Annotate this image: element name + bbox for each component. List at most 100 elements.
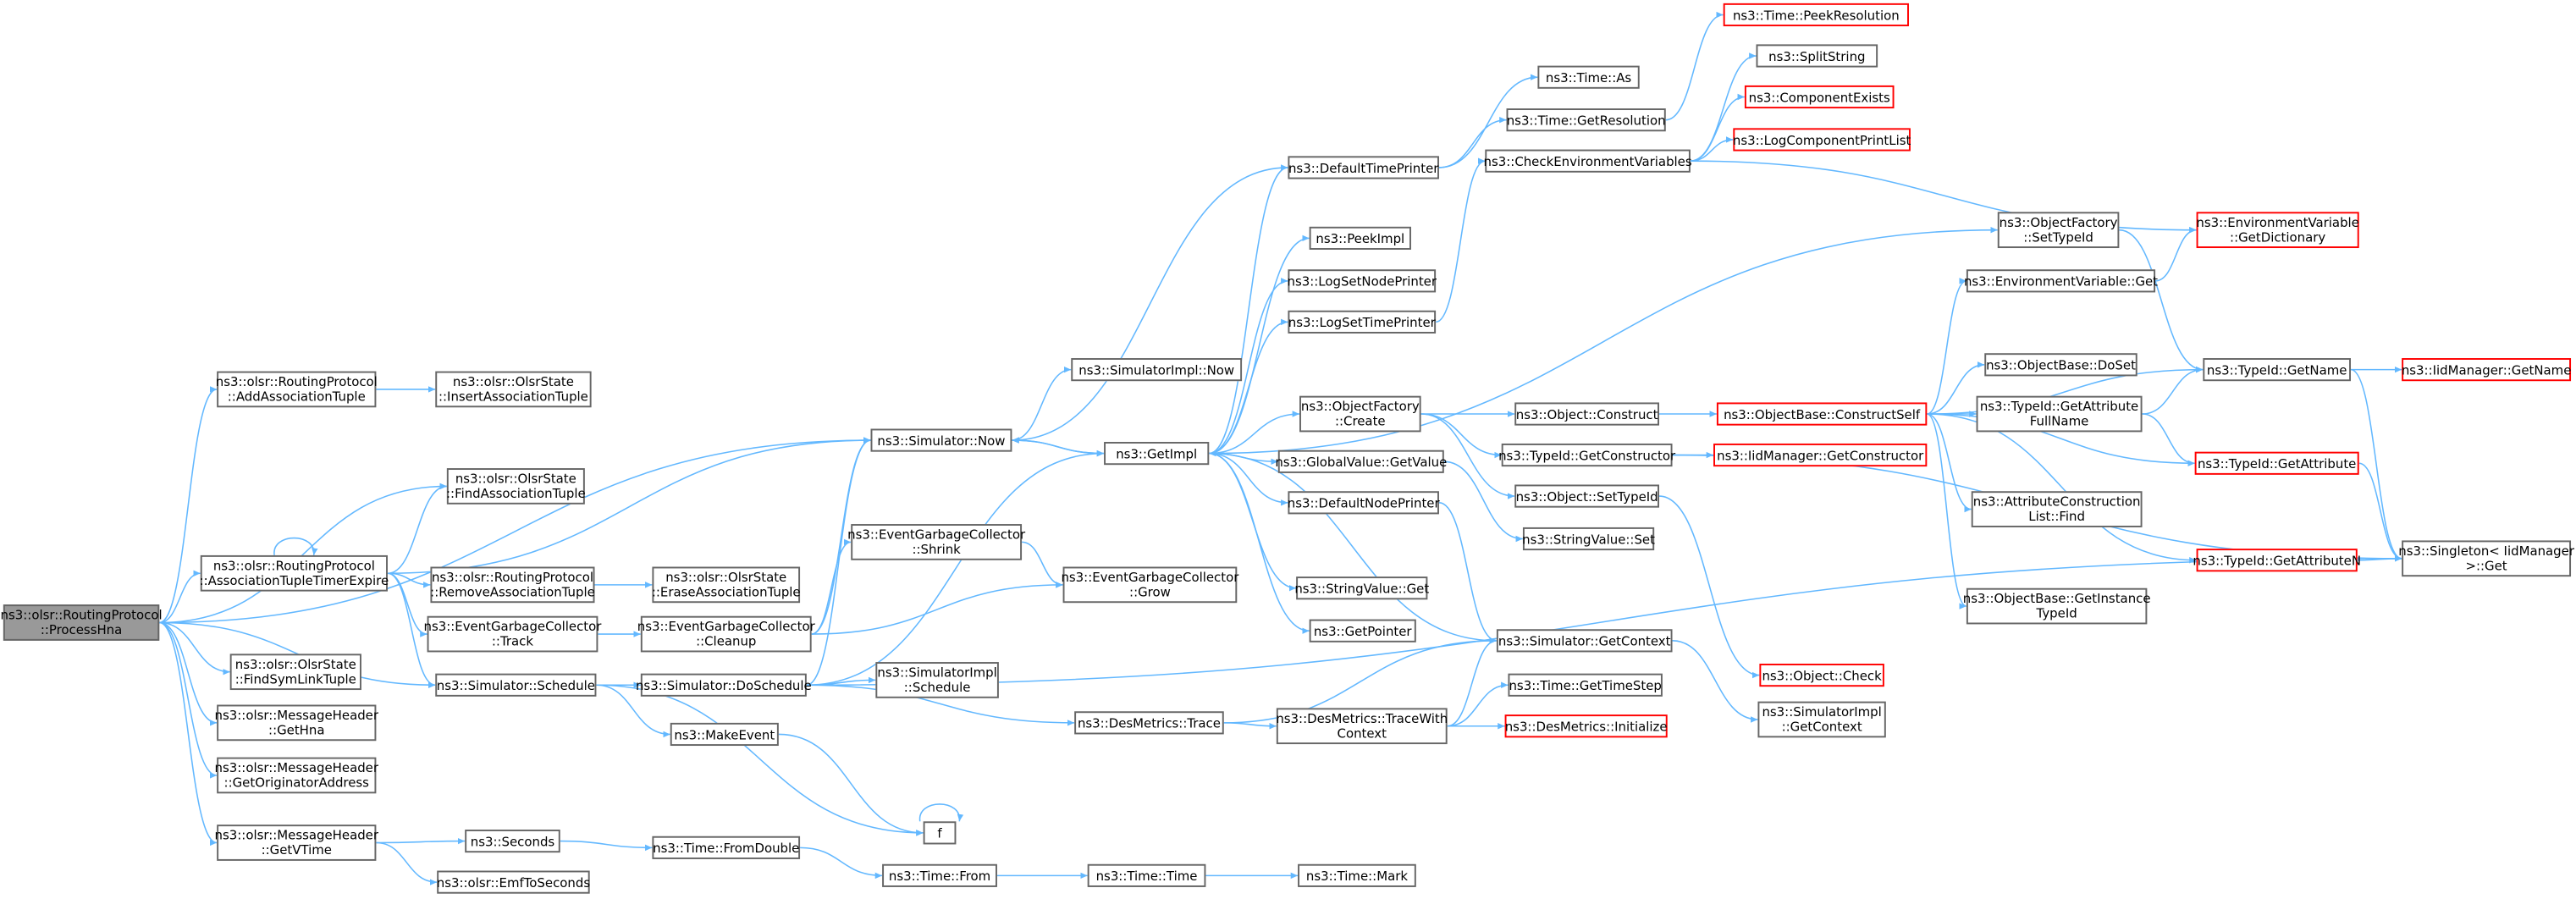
node-typeid-get-attribute[interactable]: ns3::TypeId::GetAttribute xyxy=(2194,451,2359,475)
node-label-line: ns3::SplitString xyxy=(1768,48,1866,63)
edge-processhna-to-find-association-tuple xyxy=(159,483,447,624)
node-egc-shrink[interactable]: ns3::EventGarbageCollector::Shrink xyxy=(847,524,1025,560)
node-erase-association-tuple[interactable]: ns3::olsr::OlsrState::EraseAssociationTu… xyxy=(652,566,801,604)
node-typeid-get-name[interactable]: ns3::TypeId::GetName xyxy=(2203,358,2351,382)
node-label-line: ns3::olsr::OlsrState xyxy=(452,374,574,389)
node-find-association-tuple[interactable]: ns3::olsr::OlsrState::FindAssociationTup… xyxy=(446,468,586,505)
node-label-line: ns3::olsr::MessageHeader xyxy=(214,828,379,843)
node-association-tuple-timer-expire[interactable]: ns3::olsr::RoutingProtocol::AssociationT… xyxy=(200,554,389,592)
node-simulator-doschedule[interactable]: ns3::Simulator::DoSchedule xyxy=(636,673,812,697)
node-time-peek-resolution[interactable]: ns3::Time::PeekResolution xyxy=(1723,3,1909,27)
edge-processhna-to-simulator-schedule xyxy=(159,621,436,688)
node-simimpl-get-context[interactable]: ns3::SimulatorImpl::GetContext xyxy=(1757,701,1886,738)
node-simulator-schedule[interactable]: ns3::Simulator::Schedule xyxy=(435,673,597,697)
node-time-from-double[interactable]: ns3::Time::FromDouble xyxy=(652,836,801,859)
node-label-line: ns3::SimulatorImpl xyxy=(877,665,997,681)
node-f[interactable]: f xyxy=(923,821,957,845)
node-log-component-print-list[interactable]: ns3::LogComponentPrintList xyxy=(1733,128,1911,152)
node-get-hna[interactable]: ns3::olsr::MessageHeader::GetHna xyxy=(215,704,378,742)
node-label-line: ns3::Time::From xyxy=(888,868,991,884)
node-object-construct[interactable]: ns3::Object::Construct xyxy=(1514,402,1660,426)
node-egc-cleanup[interactable]: ns3::EventGarbageCollector::Cleanup xyxy=(637,615,815,653)
node-split-string[interactable]: ns3::SplitString xyxy=(1756,44,1878,68)
node-time-get-resolution[interactable]: ns3::Time::GetResolution xyxy=(1506,108,1666,132)
node-singleton-get[interactable]: ns3::Singleton< IidManager>::Get xyxy=(2398,540,2574,577)
node-add-association-tuple[interactable]: ns3::olsr::RoutingProtocol::AddAssociati… xyxy=(216,371,378,408)
node-label-line: ns3::DesMetrics::TraceWith xyxy=(1276,711,1448,726)
node-des-metrics-initialize[interactable]: ns3::DesMetrics::Initialize xyxy=(1504,714,1668,738)
node-global-value-get-value[interactable]: ns3::GlobalValue::GetValue xyxy=(1275,450,1447,473)
node-getimpl[interactable]: ns3::GetImpl xyxy=(1104,442,1210,466)
node-seconds[interactable]: ns3::Seconds xyxy=(465,830,560,853)
edge-processhna-to-find-sym-link-tuple xyxy=(159,621,230,676)
edge-des-metrics-trace-with-context-to-simulator-get-context xyxy=(1447,637,1498,727)
node-iidmanager-get-name[interactable]: ns3::IidManager::GetName xyxy=(2402,358,2571,382)
node-simimpl-now[interactable]: ns3::SimulatorImpl::Now xyxy=(1071,358,1243,382)
node-simulator-get-context[interactable]: ns3::Simulator::GetContext xyxy=(1496,629,1673,653)
node-string-value-get[interactable]: ns3::StringValue::Get xyxy=(1294,576,1429,600)
node-find-sym-link-tuple[interactable]: ns3::olsr::OlsrState::FindSymLinkTuple xyxy=(229,654,361,691)
node-env-var-get-dictionary[interactable]: ns3::EnvironmentVariable::GetDictionary xyxy=(2196,212,2359,249)
edge-simulator-now-to-simimpl-now xyxy=(1012,366,1072,441)
edge-simulator-doschedule-to-singleton-get xyxy=(806,555,2402,687)
node-simulator-now[interactable]: ns3::Simulator::Now xyxy=(870,428,1012,452)
edge-object-set-typeid-to-object-check xyxy=(1659,495,1760,679)
node-default-time-printer[interactable]: ns3::DefaultTimePrinter xyxy=(1288,156,1439,179)
node-label-line: ns3::TypeId::GetAttribute xyxy=(2197,455,2357,471)
node-egc-track[interactable]: ns3::EventGarbageCollector::Track xyxy=(423,615,601,653)
node-get-vtime[interactable]: ns3::olsr::MessageHeader::GetVTime xyxy=(214,825,379,861)
node-time-as[interactable]: ns3::Time::As xyxy=(1537,65,1640,89)
node-label-line: ns3::Time::PeekResolution xyxy=(1732,7,1900,23)
edge-object-factory-set-typeid-to-typeid-get-name xyxy=(2119,229,2204,373)
node-egc-grow[interactable]: ns3::EventGarbageCollector::Grow xyxy=(1061,566,1238,604)
edge-egc-shrink-to-egc-grow xyxy=(1021,541,1063,588)
node-time-from[interactable]: ns3::Time::From xyxy=(882,863,997,887)
node-label-line: ns3::olsr::OlsrState xyxy=(455,471,576,487)
node-log-set-time-printer[interactable]: ns3::LogSetTimePrinter xyxy=(1288,310,1437,334)
node-time-time[interactable]: ns3::Time::Time xyxy=(1087,863,1206,887)
node-objectbase-construct-self[interactable]: ns3::ObjectBase::ConstructSelf xyxy=(1716,402,1928,426)
edge-simulator-doschedule-to-getimpl xyxy=(806,450,1105,687)
node-label-line: ns3::olsr::RoutingProtocol xyxy=(212,558,375,574)
node-insert-association-tuple[interactable]: ns3::olsr::OlsrState::InsertAssociationT… xyxy=(435,371,592,408)
node-string-value-set[interactable]: ns3::StringValue::Set xyxy=(1522,527,1655,551)
node-peek-impl[interactable]: ns3::PeekImpl xyxy=(1309,226,1411,250)
node-check-environment-variables[interactable]: ns3::CheckEnvironmentVariables xyxy=(1484,149,1692,173)
node-iidmanager-get-constructor[interactable]: ns3::IidManager::GetConstructor xyxy=(1713,443,1928,467)
node-time-mark[interactable]: ns3::Time::Mark xyxy=(1298,863,1416,887)
node-log-set-node-printer[interactable]: ns3::LogSetNodePrinter xyxy=(1288,269,1437,293)
node-typeid-get-constructor[interactable]: ns3::TypeId::GetConstructor xyxy=(1498,443,1675,467)
node-object-factory-create[interactable]: ns3::ObjectFactory::Create xyxy=(1299,395,1421,433)
node-env-var-get[interactable]: ns3::EnvironmentVariable::Get xyxy=(1964,269,2158,293)
node-simimpl-schedule[interactable]: ns3::SimulatorImpl::Schedule xyxy=(875,662,999,698)
node-label-line: ns3::ObjectBase::GetInstance xyxy=(1962,591,2151,607)
node-get-pointer[interactable]: ns3::GetPointer xyxy=(1309,619,1416,643)
node-typeid-get-attribute-n[interactable]: ns3::TypeId::GetAttributeN xyxy=(2193,549,2361,572)
edge-seconds-to-time-from-double xyxy=(560,840,653,852)
node-label-line: ::Schedule xyxy=(903,680,971,695)
node-des-metrics-trace[interactable]: ns3::DesMetrics::Trace xyxy=(1074,711,1224,735)
edge-egc-cleanup-to-egc-grow xyxy=(811,582,1063,635)
edge-objectbase-construct-self-to-typeid-get-attribute-n xyxy=(1927,413,2197,564)
node-make-event[interactable]: ns3::MakeEvent xyxy=(670,722,779,747)
node-object-check[interactable]: ns3::Object::Check xyxy=(1759,664,1884,687)
node-component-exists[interactable]: ns3::ComponentExists xyxy=(1744,85,1895,109)
node-label-line: ns3::TypeId::GetAttribute xyxy=(1979,399,2139,415)
node-objectbase-doset[interactable]: ns3::ObjectBase::DoSet xyxy=(1984,353,2137,377)
node-get-originator-address[interactable]: ns3::olsr::MessageHeader::GetOriginatorA… xyxy=(215,757,378,794)
node-label-line: ::GetContext xyxy=(1781,719,1862,735)
edge-getimpl-to-default-node-printer xyxy=(1209,452,1288,506)
node-default-node-printer[interactable]: ns3::DefaultNodePrinter xyxy=(1288,491,1440,515)
node-object-set-typeid[interactable]: ns3::Object::SetTypeId xyxy=(1514,484,1660,508)
node-time-get-time-step[interactable]: ns3::Time::GetTimeStep xyxy=(1508,673,1663,697)
node-label-line: ns3::TypeId::GetAttributeN xyxy=(2193,553,2361,568)
node-object-factory-set-typeid[interactable]: ns3::ObjectFactory::SetTypeId xyxy=(1997,212,2120,249)
edge-processhna-to-simulator-now xyxy=(159,437,871,624)
node-emf-to-seconds[interactable]: ns3::olsr::EmfToSeconds xyxy=(437,870,590,894)
node-remove-association-tuple[interactable]: ns3::olsr::RoutingProtocol::RemoveAssoci… xyxy=(430,566,595,604)
